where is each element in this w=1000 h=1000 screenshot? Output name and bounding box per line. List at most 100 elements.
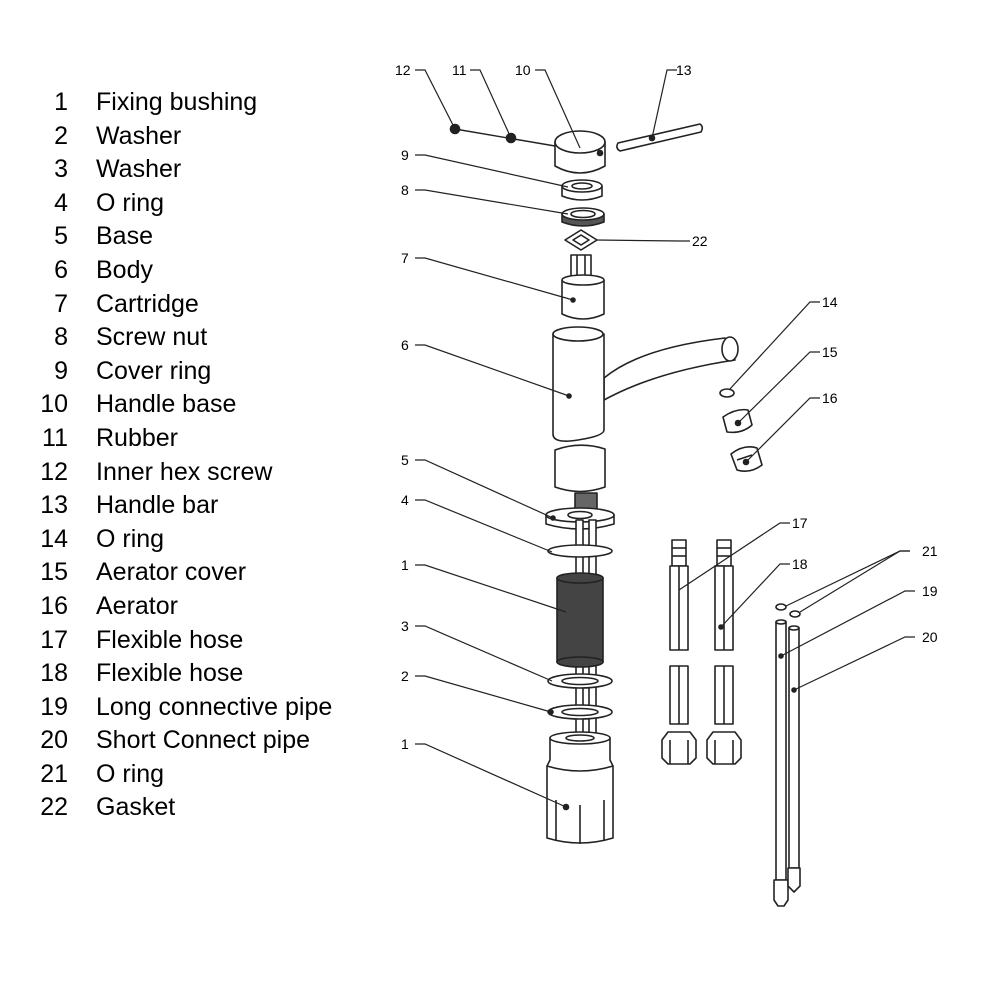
legend-item: 1 Fixing bushing [40, 86, 380, 120]
callout-14: 14 [822, 294, 838, 310]
fixing-bushing-threaded-part [556, 572, 604, 668]
legend-number: 20 [40, 726, 68, 755]
legend-number: 13 [40, 491, 68, 520]
washer-2-part [547, 704, 613, 720]
legend-number: 3 [54, 155, 68, 184]
flexible-hose-18-part [706, 539, 742, 765]
legend-item: 20 Short Connect pipe [40, 724, 380, 758]
legend-number: 5 [54, 222, 68, 251]
callout-20: 20 [922, 629, 938, 645]
legend-name: Aerator [96, 591, 178, 620]
callout-18: 18 [792, 556, 808, 572]
callout-19: 19 [922, 583, 938, 599]
legend-item: 6 Body [40, 254, 380, 288]
callout-5: 5 [401, 452, 409, 468]
legend-number: 6 [54, 255, 68, 284]
o-ring-21-part [775, 603, 801, 618]
callout-4: 4 [401, 492, 409, 508]
legend-name: Short Connect pipe [96, 726, 311, 755]
handle-base-part [554, 130, 606, 174]
short-connect-pipe-part [787, 625, 801, 893]
aerator-cover-part [722, 408, 753, 434]
legend-number: 2 [54, 121, 68, 150]
callout-labels: 12 11 10 13 9 8 22 7 6 14 15 16 5 4 1 3 … [395, 62, 938, 752]
legend-item: 13 Handle bar [40, 489, 380, 523]
o-ring-4-part [547, 544, 613, 558]
fixing-bushing-nut-part [546, 731, 614, 844]
legend-number: 4 [54, 188, 68, 217]
callout-leaders [415, 69, 915, 808]
legend-number: 19 [40, 692, 68, 721]
legend-name: Base [96, 222, 153, 251]
long-connective-pipe-part [773, 619, 789, 907]
legend-name: Aerator cover [96, 558, 247, 587]
screw-nut-part [561, 207, 605, 227]
legend-name: Body [96, 255, 153, 284]
legend-number: 8 [54, 323, 68, 352]
callout-8: 8 [401, 182, 409, 198]
flexible-hose-17-part [661, 539, 697, 765]
callout-9: 9 [401, 147, 409, 163]
legend-name: Long connective pipe [96, 692, 333, 721]
legend-name: Gasket [96, 793, 176, 822]
legend-name: Handle bar [96, 491, 219, 520]
legend-name: Flexible hose [96, 659, 244, 688]
legend-name: O ring [96, 188, 165, 217]
legend-item: 2 Washer [40, 120, 380, 154]
callout-22: 22 [692, 233, 708, 249]
gasket-part [564, 229, 598, 251]
callout-13: 13 [676, 62, 692, 78]
legend-number: 21 [40, 759, 68, 788]
legend-name: Washer [96, 121, 182, 150]
callout-17: 17 [792, 515, 808, 531]
cartridge-part [561, 254, 605, 320]
legend-item: 21 O ring [40, 758, 380, 792]
callout-3: 3 [401, 618, 409, 634]
legend-number: 11 [42, 423, 68, 452]
legend-number: 15 [40, 558, 68, 587]
legend-number: 9 [54, 356, 68, 385]
legend-item: 14 O ring [40, 523, 380, 557]
callout-15: 15 [822, 344, 838, 360]
legend-name: Fixing bushing [96, 88, 258, 116]
callout-11: 11 [452, 62, 467, 78]
cover-ring-part [561, 179, 603, 201]
callout-6: 6 [401, 337, 409, 353]
legend-name: O ring [96, 524, 165, 553]
legend-number: 14 [40, 524, 68, 553]
legend-name: Washer [96, 155, 182, 184]
legend-name: O ring [96, 759, 165, 788]
legend-item: 18 Flexible hose [40, 657, 380, 691]
legend-number: 10 [40, 390, 68, 419]
legend-number: 7 [54, 289, 68, 318]
legend-number: 1 [54, 88, 68, 116]
legend-number: 18 [40, 659, 68, 688]
legend-item: 10 Handle base [40, 388, 380, 422]
callout-2: 2 [401, 668, 409, 684]
legend-item: 4 O ring [40, 187, 380, 221]
callout-12: 12 [395, 62, 411, 78]
legend-name: Handle base [96, 390, 237, 419]
legend-name: Cover ring [96, 356, 212, 385]
base-part [545, 492, 615, 530]
legend-item: 5 Base [40, 220, 380, 254]
legend-number: 22 [40, 793, 68, 822]
o-ring-14-part [719, 388, 735, 398]
callout-21: 21 [922, 543, 938, 559]
legend-number: 12 [40, 457, 68, 486]
legend-item: 15 Aerator cover [40, 556, 380, 590]
callout-10: 10 [515, 62, 531, 78]
legend-number: 17 [40, 625, 68, 654]
lower-body-part [554, 444, 606, 493]
legend-item: 3 Washer [40, 153, 380, 187]
legend-item: 19 Long connective pipe [40, 691, 380, 725]
body-part [552, 326, 739, 442]
